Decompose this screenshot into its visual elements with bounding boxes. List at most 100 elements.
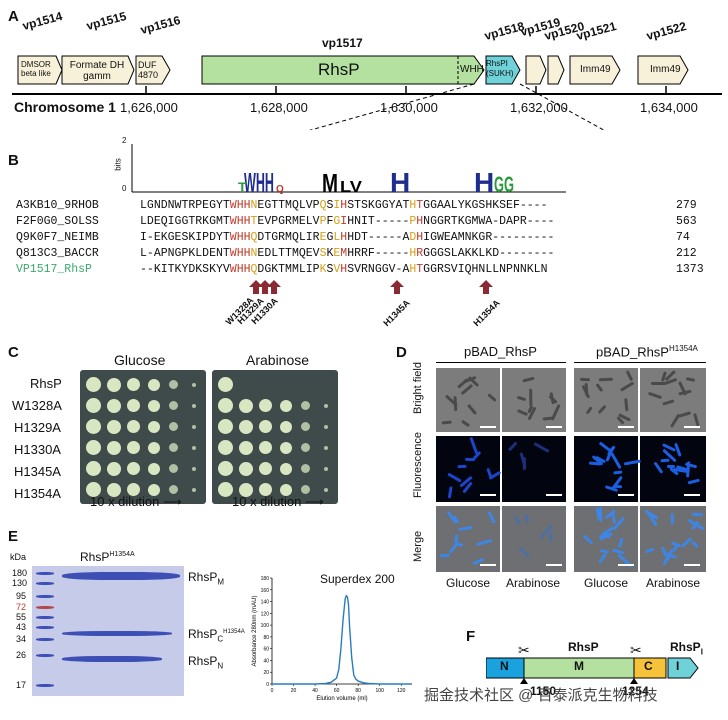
colony-spot: [218, 461, 233, 476]
colony-spot: [147, 399, 160, 412]
plate-row-label: H1329A: [14, 420, 61, 435]
colony-spot: [86, 419, 101, 434]
cut-arrow-icon: [520, 678, 528, 684]
y-tick-label: 20: [263, 670, 269, 676]
colony-spot: [86, 398, 101, 413]
colony-spot: [106, 482, 121, 497]
header-divider: [574, 362, 706, 363]
gene-desc-vp1517: RhsP: [318, 60, 360, 79]
marker-lane: [36, 572, 54, 575]
panel-label-d: D: [396, 344, 407, 361]
seq-id-row-3: Q9K0F7_NEIMB: [16, 231, 99, 244]
y-tick-label: 140: [261, 600, 270, 606]
plate-glucose: [80, 370, 206, 504]
seq-num-row-1: 279: [676, 199, 697, 212]
x-axis-label: Elution volume (ml): [316, 696, 367, 702]
colony-spot: [86, 440, 101, 455]
panel-label-c: C: [8, 344, 19, 361]
svg-text:LV: LV: [340, 179, 362, 194]
svg-text:H: H: [390, 167, 410, 194]
micro-header-rhsp: pBAD_RhsP: [464, 344, 537, 359]
colony-spot: [106, 461, 121, 476]
gel-band: [62, 572, 180, 580]
panel-label-a: A: [8, 8, 19, 25]
gel-title: RhsPH1354A: [80, 550, 135, 564]
colony-spot: [259, 462, 272, 475]
seq-row-3: I-EKGESKIPDYTWHHQDTGRMQLIREGLHHDT-----AD…: [140, 231, 555, 244]
micro-row-label: Merge: [412, 530, 424, 562]
seq-num-row-3: 74: [676, 231, 690, 244]
colony-spot: [86, 377, 101, 392]
colony-spot: [238, 482, 253, 497]
cut-label: 1254: [622, 684, 649, 698]
x-tick-label: 80: [355, 688, 361, 694]
gene-vp1522: [637, 55, 689, 85]
micro-bottom-label: Arabinose: [506, 576, 561, 590]
panel-label-b: B: [8, 152, 19, 169]
colony-spot: [218, 419, 233, 434]
gene-vp1520: [547, 55, 565, 85]
svg-text:Q: Q: [276, 184, 284, 194]
colony-spot: [301, 485, 310, 494]
arrow-up-icon: [479, 280, 493, 294]
scale-bar: [480, 426, 496, 428]
x-tick-label: 40: [312, 688, 318, 694]
marker-lane: [36, 684, 54, 687]
logo-axis-min: 0: [122, 184, 127, 193]
arrow-up-icon: [258, 280, 272, 294]
colony-spot: [127, 441, 140, 454]
colony-spot: [106, 419, 121, 434]
tick-label: 1,628,000: [250, 100, 308, 115]
gene-vp1518: [485, 55, 521, 85]
seq-row-4: L-APNGPKLDENTWHHNEDLTTMQEVSKEMHRRF-----H…: [140, 247, 555, 260]
colony-spot: [127, 420, 140, 433]
colony-spot: [86, 461, 101, 476]
gene-map: [12, 55, 722, 130]
plate-row-label: RhsP: [30, 376, 62, 391]
micro-image: [502, 506, 566, 572]
colony-spot: [169, 464, 178, 473]
cell: [528, 388, 533, 407]
colony-spot: [147, 420, 160, 433]
gene-name-vp1517: vp1517: [322, 36, 363, 50]
colony-spot: [147, 462, 160, 475]
y-tick-label: 80: [263, 635, 269, 641]
marker-lane: [36, 595, 54, 598]
domain-c: [633, 657, 667, 679]
colony-spot: [279, 462, 292, 475]
colony-spot: [323, 466, 328, 471]
y-tick-label: 0: [266, 682, 269, 688]
scale-bar: [684, 494, 700, 496]
colony-spot: [238, 398, 253, 413]
colony-spot: [191, 424, 196, 429]
gene-desc-vp1518: RhsPI (SUKH): [486, 59, 514, 78]
mw-marker: 95: [16, 591, 27, 601]
colony-spot: [218, 398, 233, 413]
gene-vp1519: [525, 55, 547, 85]
colony-spot: [106, 398, 121, 413]
domain-title-right: RhsPI: [670, 640, 703, 657]
band-label-c: RhsPCH1354A: [188, 627, 245, 644]
domain-label-c: C: [644, 659, 653, 673]
colony-spot: [169, 380, 178, 389]
gene-vp1514: [17, 55, 63, 85]
mw-marker: 180: [12, 568, 28, 578]
gene-desc-vp1521: Imm49: [580, 64, 611, 75]
marker-lane: [36, 606, 54, 609]
colony-spot: [279, 483, 292, 496]
scale-bar: [546, 426, 562, 428]
colony-spot: [238, 419, 253, 434]
gel-band: [62, 656, 162, 662]
domain-label-n: N: [500, 659, 509, 673]
arrow-right-icon: ⟶: [163, 494, 182, 509]
scale-bar: [480, 494, 496, 496]
domain-title: RhsP: [568, 640, 599, 654]
colony-spot: [106, 440, 121, 455]
scale-bar: [684, 564, 700, 566]
plate-header-glucose: Glucose: [114, 352, 166, 368]
colony-spot: [127, 462, 140, 475]
mw-marker: 17: [16, 680, 27, 690]
marker-lane: [36, 616, 54, 619]
colony-spot: [169, 443, 178, 452]
